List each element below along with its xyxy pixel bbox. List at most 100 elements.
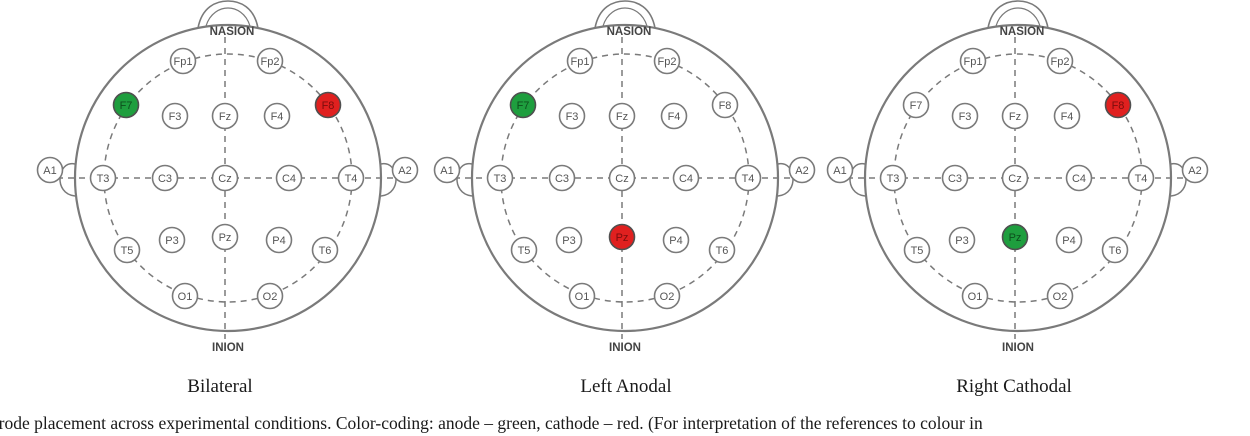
electrode-o2: O2 (653, 282, 681, 310)
svg-text:Fp1: Fp1 (174, 56, 193, 68)
electrode-p3: P3 (158, 226, 186, 254)
electrode-t6: T6 (708, 236, 736, 264)
svg-text:A2: A2 (795, 165, 808, 177)
electrode-t5: T5 (510, 236, 538, 264)
svg-text:T6: T6 (319, 245, 332, 257)
svg-text:C4: C4 (1072, 173, 1086, 185)
svg-text:Cz: Cz (1008, 173, 1021, 185)
svg-text:T4: T4 (345, 173, 358, 185)
svg-text:A2: A2 (398, 165, 411, 177)
electrode-f8: F8 (314, 91, 342, 119)
svg-text:F7: F7 (120, 100, 133, 112)
svg-text:C3: C3 (948, 173, 962, 185)
svg-text:P4: P4 (272, 235, 285, 247)
electrode-fp2: Fp2 (653, 47, 681, 75)
svg-text:P3: P3 (562, 235, 575, 247)
svg-text:O2: O2 (1053, 291, 1068, 303)
svg-text:P3: P3 (955, 235, 968, 247)
electrode-p4: P4 (662, 226, 690, 254)
svg-text:Fz: Fz (1009, 111, 1021, 123)
electrode-t3: T3 (486, 164, 514, 192)
electrode-c3: C3 (941, 164, 969, 192)
electrode-c4: C4 (275, 164, 303, 192)
electrode-cz: Cz (608, 164, 636, 192)
svg-text:P4: P4 (1062, 235, 1075, 247)
electrode-fp1: Fp1 (959, 47, 987, 75)
electrode-c3: C3 (151, 164, 179, 192)
electrode-a2: A2 (788, 156, 816, 184)
svg-text:Fp1: Fp1 (571, 56, 590, 68)
svg-text:Fp1: Fp1 (964, 56, 983, 68)
electrode-fz: Fz (211, 102, 239, 130)
electrode-f3: F3 (558, 102, 586, 130)
electrode-c3: C3 (548, 164, 576, 192)
nasion-label: NASION (210, 26, 255, 38)
svg-text:C3: C3 (555, 173, 569, 185)
svg-text:T4: T4 (1135, 173, 1148, 185)
svg-text:T5: T5 (911, 245, 924, 257)
svg-text:F4: F4 (1061, 111, 1074, 123)
panel-title-right-cathodal: Right Cathodal (956, 376, 1072, 397)
electrode-a2: A2 (1181, 156, 1209, 184)
panel-title-left-anodal: Left Anodal (580, 376, 672, 397)
svg-text:F8: F8 (1112, 100, 1125, 112)
electrode-a2: A2 (391, 156, 419, 184)
electrode-f4: F4 (660, 102, 688, 130)
svg-text:F7: F7 (910, 100, 923, 112)
electrode-fp2: Fp2 (256, 47, 284, 75)
svg-text:F3: F3 (566, 111, 579, 123)
electrode-f7: F7 (902, 91, 930, 119)
svg-text:P4: P4 (669, 235, 682, 247)
svg-text:T3: T3 (97, 173, 110, 185)
svg-text:O2: O2 (660, 291, 675, 303)
svg-text:O2: O2 (263, 291, 278, 303)
electrode-pz: Pz (211, 223, 239, 251)
electrode-t5: T5 (113, 236, 141, 264)
svg-text:O1: O1 (968, 291, 983, 303)
svg-text:Fz: Fz (616, 111, 628, 123)
svg-text:Fp2: Fp2 (261, 56, 280, 68)
electrode-o2: O2 (256, 282, 284, 310)
svg-text:A1: A1 (440, 165, 453, 177)
electrode-pz: Pz (608, 223, 636, 251)
svg-text:P3: P3 (165, 235, 178, 247)
panel-title-bilateral: Bilateral (187, 376, 253, 397)
electrode-a1: A1 (36, 156, 64, 184)
inion-label: INION (609, 342, 641, 354)
svg-text:C4: C4 (679, 173, 693, 185)
electrode-t6: T6 (311, 236, 339, 264)
electrode-f7: F7 (112, 91, 140, 119)
electrode-f7: F7 (509, 91, 537, 119)
electrode-f4: F4 (1053, 102, 1081, 130)
electrode-f8: F8 (711, 91, 739, 119)
electrode-t6: T6 (1101, 236, 1129, 264)
electrode-t3: T3 (879, 164, 907, 192)
svg-text:A2: A2 (1188, 165, 1201, 177)
figure-caption: ctrode placement across experimental con… (0, 413, 983, 433)
electrode-p4: P4 (265, 226, 293, 254)
electrode-t4: T4 (337, 164, 365, 192)
svg-text:T6: T6 (1109, 245, 1122, 257)
svg-text:F8: F8 (322, 100, 335, 112)
electrode-p3: P3 (555, 226, 583, 254)
electrode-o1: O1 (568, 282, 596, 310)
svg-text:Pz: Pz (1009, 232, 1022, 244)
electrode-t5: T5 (903, 236, 931, 264)
electrode-p4: P4 (1055, 226, 1083, 254)
nasion-label: NASION (607, 26, 652, 38)
svg-text:Fp2: Fp2 (1051, 56, 1070, 68)
electrode-f3: F3 (951, 102, 979, 130)
nose-outline (987, 0, 1049, 29)
svg-text:C4: C4 (282, 173, 296, 185)
electrode-f3: F3 (161, 102, 189, 130)
svg-text:T5: T5 (121, 245, 134, 257)
inion-label: INION (212, 342, 244, 354)
nasion-label: NASION (1000, 26, 1045, 38)
svg-text:Cz: Cz (218, 173, 231, 185)
electrode-p3: P3 (948, 226, 976, 254)
electrode-cz: Cz (211, 164, 239, 192)
svg-text:F7: F7 (517, 100, 530, 112)
svg-text:F8: F8 (719, 100, 732, 112)
